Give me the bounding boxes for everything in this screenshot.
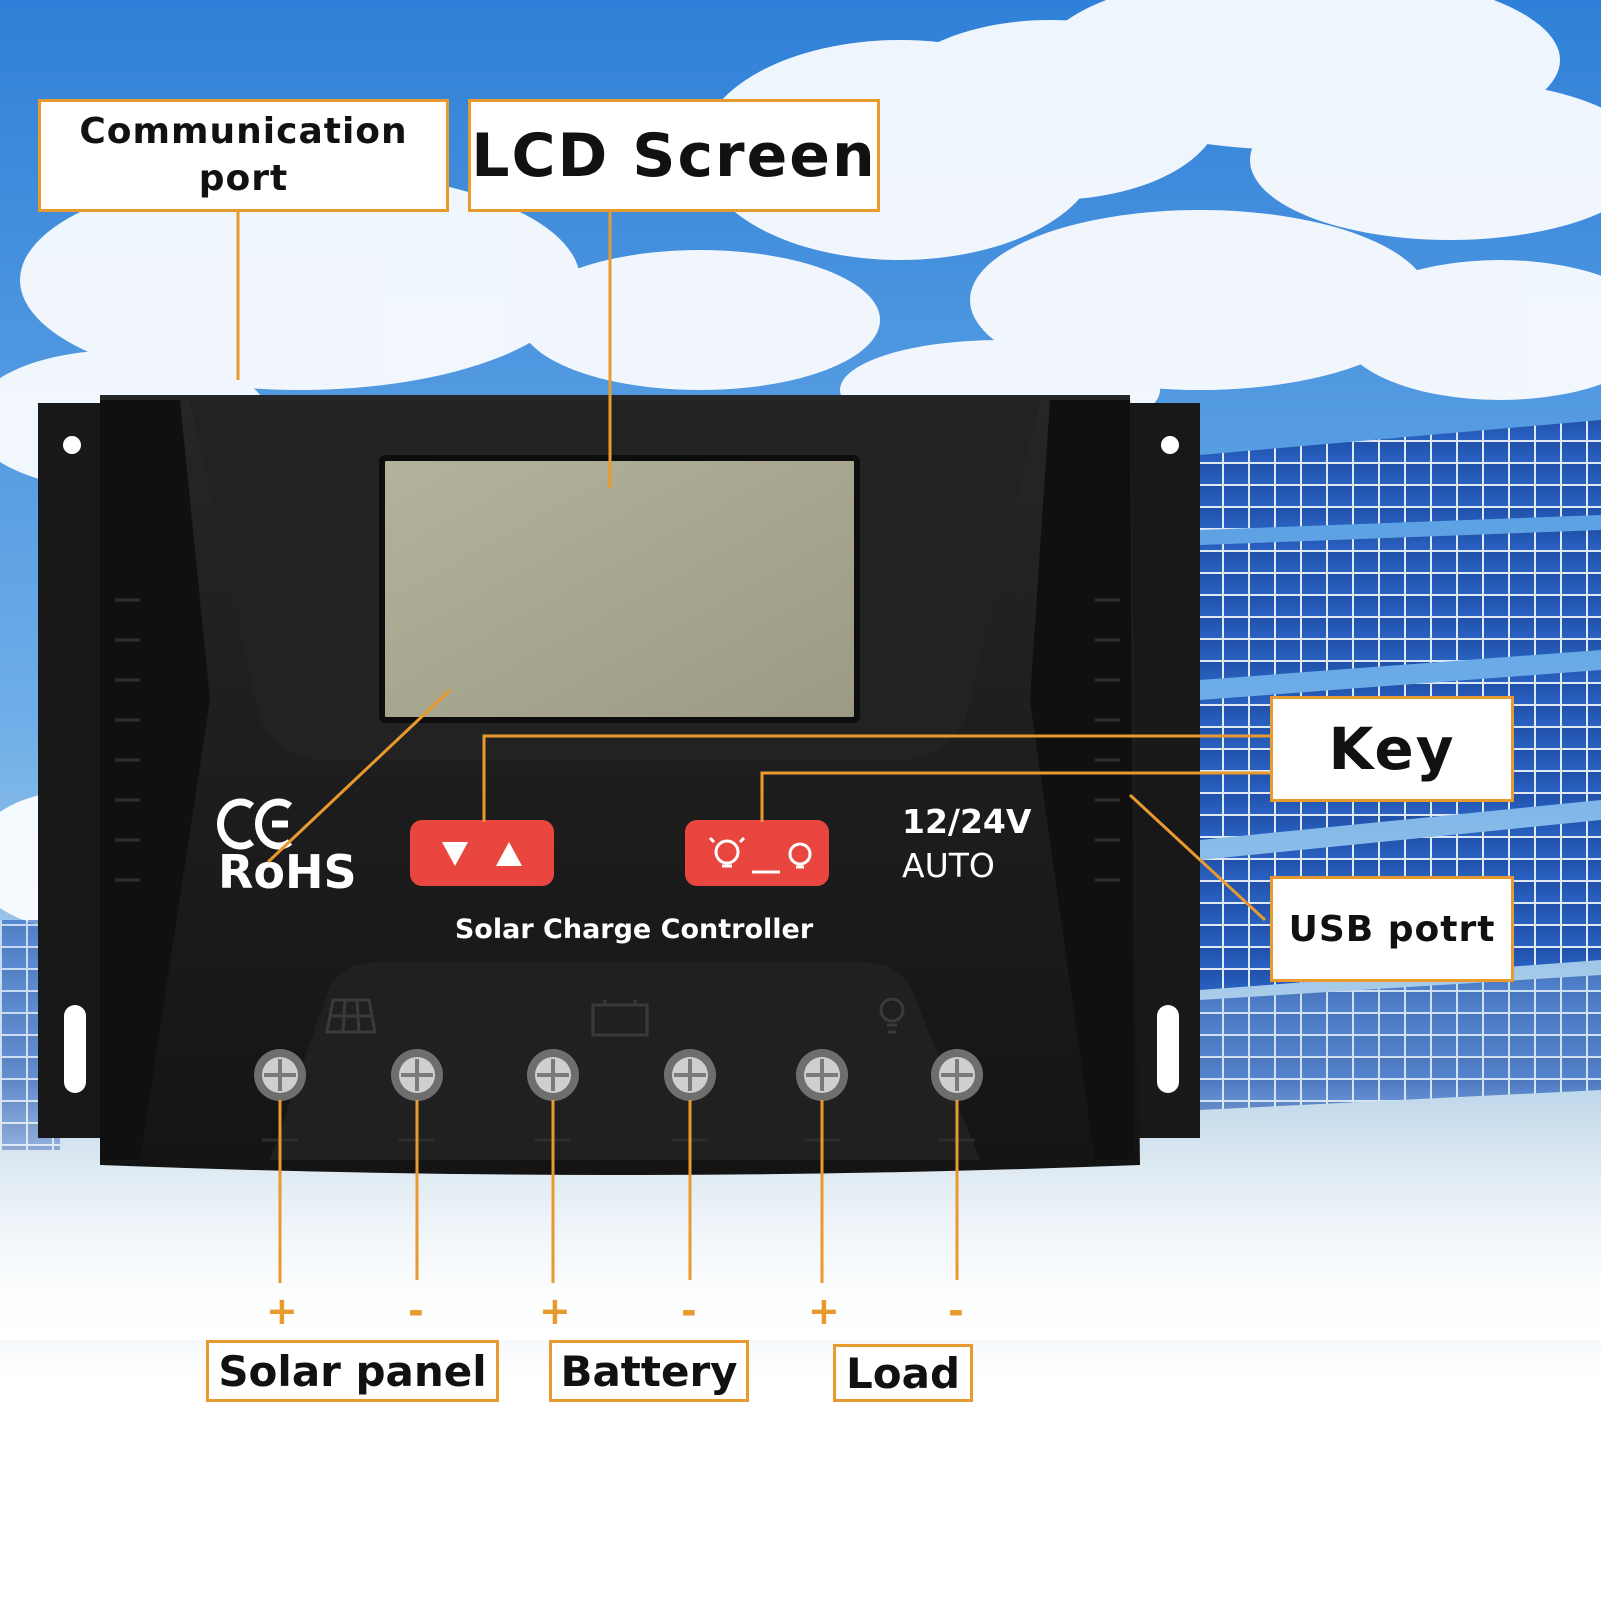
callout-leader-lines [236,210,1270,1283]
label-solar-panel-text: Solar panel [218,1346,487,1396]
mode-label: AUTO [902,846,995,885]
callout-lcd-screen: LCD Screen [468,99,880,212]
terminal-screw-load-minus [931,1049,983,1101]
callout-communication-port: Communication port [38,99,449,212]
terminal-screw-battery-plus [527,1049,579,1101]
up-down-key[interactable] [410,820,554,886]
label-solar-panel: Solar panel [206,1340,499,1402]
label-battery-text: Battery [560,1346,738,1396]
battery-icon [591,1000,649,1037]
sign-load-minus: - [948,1289,964,1333]
label-load-text: Load [845,1348,961,1398]
rohs-mark: RoHS [218,845,357,899]
ce-mark-icon [217,798,293,850]
voltage-label: 12/24V [902,802,1032,841]
leader-usb-port [1128,793,1267,922]
label-load: Load [833,1344,973,1402]
leader-key-light [760,771,1270,822]
callout-usb-port-text: USB potrt [1288,908,1496,950]
callout-communication-port-text: Communication port [79,110,408,199]
leader-key-up-down [482,734,1270,822]
terminal-screws [254,1049,983,1101]
callout-key-text: Key [1328,715,1456,783]
light-key[interactable] [685,820,829,886]
sign-load-plus: + [808,1289,840,1333]
sign-battery-minus: - [681,1289,697,1333]
leader-rohs [266,688,452,864]
down-arrow-icon [442,842,468,866]
lcd-screen [379,455,860,723]
sign-solar-plus: + [266,1289,298,1333]
terminal-screw-load-plus [796,1049,848,1101]
callout-key: Key [1270,696,1514,802]
solar-panel-icon [325,998,377,1034]
device-name: Solar Charge Controller [455,914,814,945]
load-bulb-icon [879,997,905,1034]
callout-usb-port: USB potrt [1270,876,1514,982]
terminal-screw-solar-minus [391,1049,443,1101]
label-battery: Battery [549,1340,749,1402]
callout-lcd-screen-text: LCD Screen [471,120,877,191]
terminal-screw-battery-minus [664,1049,716,1101]
up-arrow-icon [496,842,522,866]
terminal-screw-solar-plus [254,1049,306,1101]
mounting-flange-right [1125,403,1200,1138]
sign-battery-plus: + [539,1289,571,1333]
sign-solar-minus: - [408,1289,424,1333]
light-bulb-icon [708,836,812,874]
